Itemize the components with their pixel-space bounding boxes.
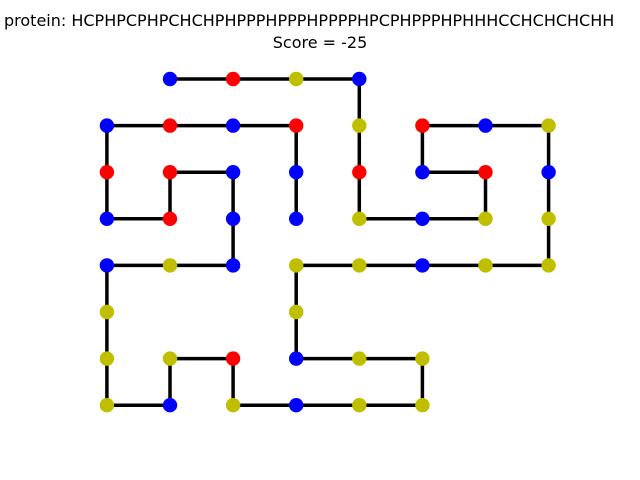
residue-P	[352, 258, 367, 273]
residue-H	[352, 71, 367, 87]
residue-P	[99, 398, 115, 413]
residue-P	[162, 258, 178, 273]
score-label: Score = -25	[272, 33, 368, 52]
residue-H	[225, 118, 241, 133]
residue-H	[99, 211, 115, 226]
residue-layer	[99, 71, 556, 413]
residue-H	[225, 211, 241, 226]
residue-P	[162, 351, 178, 366]
residue-P	[99, 351, 115, 366]
residue-C	[352, 165, 367, 180]
residue-P	[415, 398, 430, 413]
residue-P	[352, 211, 367, 226]
residue-H	[415, 165, 430, 180]
residue-H	[162, 71, 178, 87]
residue-C	[225, 351, 241, 366]
residue-P	[541, 118, 556, 133]
residue-H	[225, 258, 241, 273]
residue-H	[289, 398, 304, 413]
residue-H	[541, 165, 556, 180]
residue-P	[415, 351, 430, 366]
residue-P	[478, 258, 493, 273]
residue-C	[162, 165, 178, 180]
residue-C	[289, 118, 304, 133]
residue-H	[415, 258, 430, 273]
residue-H	[478, 118, 493, 133]
residue-H	[99, 258, 115, 273]
residue-P	[289, 258, 304, 273]
residue-C	[478, 165, 493, 180]
residue-H	[225, 165, 241, 180]
residue-P	[541, 211, 556, 226]
residue-H	[162, 398, 178, 413]
residue-H	[99, 118, 115, 133]
residue-P	[478, 211, 493, 226]
residue-P	[541, 258, 556, 273]
residue-H	[289, 351, 304, 366]
residue-H	[289, 165, 304, 180]
residue-P	[352, 118, 367, 133]
residue-P	[352, 351, 367, 366]
residue-H	[289, 211, 304, 226]
residue-C	[99, 165, 115, 180]
bond-layer	[105, 77, 551, 407]
residue-P	[225, 398, 241, 413]
residue-H	[415, 211, 430, 226]
residue-P	[352, 398, 367, 413]
residue-P	[289, 304, 304, 320]
residue-P	[99, 304, 115, 320]
residue-C	[162, 211, 178, 226]
protein-title: protein: HCPHPCPHPCHCHPHPPPHPPPHPPPPHPCP…	[4, 11, 615, 30]
residue-C	[415, 118, 430, 133]
residue-P	[289, 71, 304, 87]
residue-C	[225, 71, 241, 87]
residue-C	[162, 118, 178, 133]
